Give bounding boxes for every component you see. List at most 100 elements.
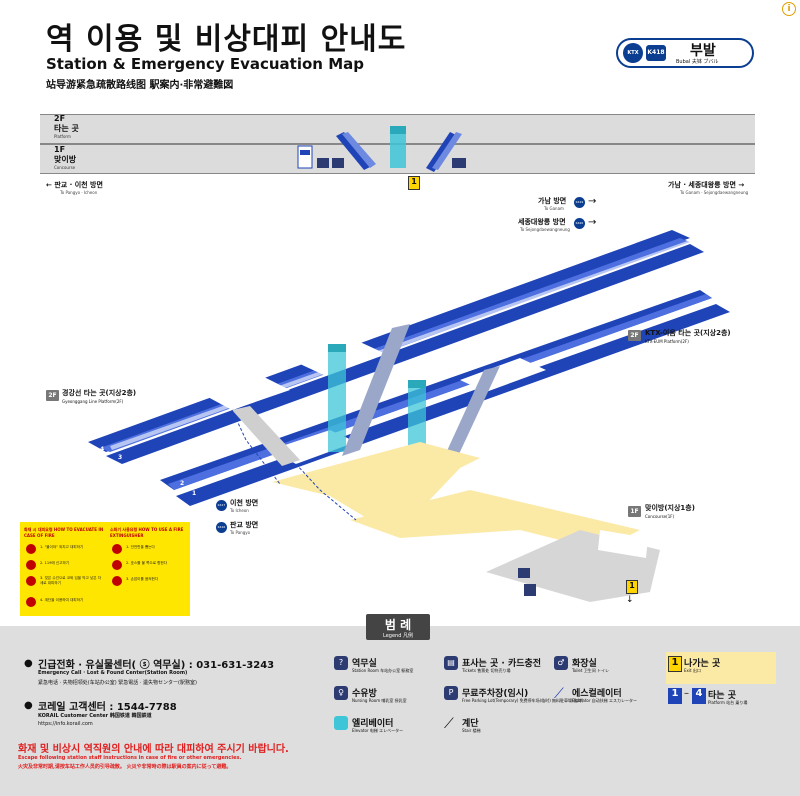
legend-exit-box: [666, 652, 776, 684]
direction-right-sub: To Ganam · Sejongdaewangneung: [680, 190, 749, 195]
contact-korail-en: KORAIL Customer Center 韩国铁道 韓国鉄道: [38, 713, 152, 719]
page-title-cn: 站导游紧急疏散路线图 駅案内·非常避難図: [46, 80, 234, 91]
legend-tickets: 표사는 곳 · 카드충전: [462, 659, 542, 669]
legend-escalator-sub: Escalator 自动扶梯 エスカレーター: [572, 698, 638, 703]
floor-1f-code: 1F: [54, 145, 66, 154]
fire-evacuation-heading: 화재 시 대피요령 HOW TO EVACUATE IN CASE OF FIR…: [24, 527, 104, 538]
direction-sejong: 세종대왕릉 방면: [518, 218, 566, 226]
parking-icon: P: [444, 686, 458, 700]
stairs-upper-left: [232, 406, 300, 466]
ktx-platform-sub: KTX-EUM Platform(2F): [645, 339, 689, 344]
legend-platform: 타는 곳: [708, 691, 736, 701]
stairs-icon: ⟋: [444, 716, 454, 732]
floor-2f-code: 2F: [54, 114, 66, 123]
ganam-arrow-icon: →: [588, 196, 597, 207]
page-title: 역 이용 및 비상대피 안내도: [46, 22, 407, 57]
nursing-room-icon: ♀: [334, 686, 348, 700]
section-facilities: [297, 126, 466, 172]
ext-step-1-icon: [112, 544, 122, 554]
direction-ganam-sub: To Ganam: [544, 206, 564, 211]
stairs-upper-right: [342, 324, 410, 456]
fire-extinguisher-heading: 소화기 사용요령 HOW TO USE A FIRE EXTINGUISHER: [110, 527, 184, 538]
ktx-platform-label: KTX-이음 타는 곳(지상2층): [645, 329, 731, 337]
legend-title-ko: 범 례: [384, 618, 412, 632]
legend-elevator: 엘리베이터: [352, 719, 394, 729]
escalator-icon: ⟋: [554, 686, 564, 702]
station-room-icon: [524, 584, 536, 596]
elevator-left: [328, 344, 346, 452]
track-number-2: 2: [180, 480, 185, 487]
info-icon[interactable]: i: [782, 2, 796, 16]
direction-right: 가남 · 세종대왕릉 방면 →: [668, 181, 745, 189]
evacuation-map: [88, 230, 730, 602]
legend-toilet: 화장실: [572, 659, 597, 669]
floor-1f-sub: Concourse: [54, 165, 76, 170]
legend-nursing-sub: Nursing Room 哺乳室 授乳室: [352, 698, 407, 703]
exit-1-badge: 1: [626, 580, 638, 594]
station-room-sign-icon: [297, 145, 313, 169]
contact-korail-url[interactable]: https://info.korail.com: [38, 721, 93, 727]
elevator-shaft-icon: [390, 126, 406, 168]
concourse-label: 맞이방(지상1층): [645, 504, 695, 512]
gg-platform-label: 경강선 타는 곳(지상2층): [62, 389, 137, 397]
legend-exit: 나가는 곳: [684, 659, 721, 669]
platform-from-icon: 1: [668, 688, 682, 704]
platform-island-upper: [206, 376, 290, 410]
gg-platform-floor-badge: 2F: [46, 390, 59, 401]
exit-number-icon: 1: [668, 656, 682, 672]
toilet-icon: [452, 158, 466, 168]
fire-instructions-panel: [20, 522, 190, 616]
legend-stairs: 계단: [462, 719, 479, 729]
sejong-code-badge: K420: [574, 218, 585, 229]
escalator-section-icon: [336, 132, 372, 170]
ext-step-3: 3. 손잡이를 움켜쥔다: [126, 577, 159, 581]
legend-parking-sub: Free Parking Lot(Temporary) 免费停车场(临时) 無料…: [462, 698, 584, 703]
station-name: 부발: [690, 43, 716, 59]
station-name-sub: Bubal 夫钵 ブバル: [676, 59, 719, 65]
sejong-arrow-icon: →: [588, 217, 597, 228]
track-number-1: 1: [192, 490, 197, 497]
page-title-en: Station & Emergency Evacuation Map: [46, 55, 364, 73]
legend-title-en: Legend 凡例: [383, 633, 413, 639]
legend-station-room-sub: Station Room 车站办公室 駅務室: [352, 668, 414, 673]
ticket-icon-legend: ▤: [444, 656, 458, 670]
concourse-sub: Concourse(1F): [645, 514, 675, 519]
legend-parking: 무료주차장(임시): [462, 689, 529, 699]
gg-platform-sub: Gyeonggang Line Platform(2F): [62, 399, 124, 404]
direction-pangyo: 판교 방면: [230, 521, 259, 529]
bullet-icon-2: ●: [24, 700, 33, 711]
fire-step-1: 1. "불이야" 외치고 대피하기: [40, 545, 84, 549]
direction-left-label: 판교 · 이천 방면: [54, 181, 103, 189]
direction-ganam: 가남 방면: [538, 197, 567, 205]
direction-pangyo-sub: To Pangyo: [230, 530, 251, 535]
contact-emergency-en: Emergency Call · Lost & Found Center(Sta…: [38, 670, 188, 676]
concourse-floor-badge: 1F: [628, 506, 641, 517]
contact-emergency: 긴급전화 · 유실물센터( ⓢ 역무실) : 031-631-3243: [38, 660, 275, 671]
evac-path-2: [295, 463, 357, 521]
track-3: [106, 244, 704, 464]
legend-exit-sub: Exit 出口: [684, 668, 701, 673]
legend-platform-sub: Platform 站台 乗り場: [708, 700, 748, 705]
ext-step-2: 2. 호스를 불 쪽으로 향한다: [126, 561, 168, 565]
contact-korail: 코레일 고객센터 : 1544-7788: [38, 702, 177, 713]
fire-step-3-icon: [26, 576, 36, 586]
legend-stairs-sub: Stair 楼梯: [462, 728, 481, 733]
fire-step-4: 4. 계단을 이용하여 대피하기: [40, 598, 84, 602]
fire-step-4-icon: [26, 597, 36, 607]
floor-1f-label: 맞이방: [54, 155, 77, 164]
station-code: K418: [646, 45, 666, 61]
legend-toilet-sub: Toilet 卫生间 トイレ: [572, 668, 610, 673]
legend-tickets-sub: Tickets 售票处 切符売り場: [462, 668, 511, 673]
fire-step-2: 2. 119에 신고하기: [40, 561, 70, 565]
direction-right-label: 가남 · 세종대왕릉 방면: [668, 181, 736, 189]
direction-icheon: 이천 방면: [230, 499, 259, 507]
direction-icheon-sub: To Icheon: [230, 508, 249, 513]
track-number-3: 3: [118, 454, 123, 461]
platform-range-arrow: –: [684, 688, 689, 699]
toilet-icon-legend: ♂: [554, 656, 568, 670]
evac-path-1: [231, 409, 281, 485]
pangyo-code-badge: K416: [216, 522, 227, 533]
direction-sejong-sub: To Sejongdaewangneung: [520, 227, 570, 232]
legend-station-room: 역무실: [352, 659, 377, 669]
